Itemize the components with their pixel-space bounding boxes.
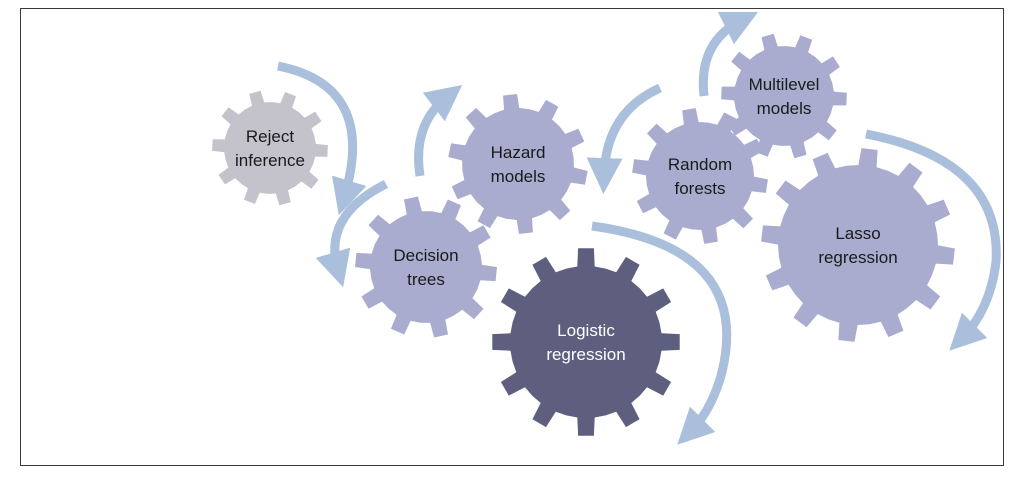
gear-logistic-regression-line-1: Logistic [557, 321, 615, 340]
gear-lasso-regression-line-1: Lasso [835, 224, 880, 243]
gear-reject-inference-line-2: inference [235, 151, 305, 170]
gear-random-forests-line-1: Random [668, 155, 732, 174]
gear-decision-trees-line-2: trees [407, 270, 445, 289]
gear-multilevel-models: Multilevel models [721, 33, 847, 159]
gear-logistic-regression-line-2: regression [546, 345, 625, 364]
gear-hazard-models: Hazard models [448, 94, 588, 234]
gear-decision-trees-shape [355, 196, 497, 338]
gear-random-forests-shape [632, 108, 768, 244]
gear-hazard-models-shape [448, 94, 588, 234]
gear-logistic-regression-shape [492, 248, 680, 436]
gear-multilevel-models-line-2: models [757, 99, 812, 118]
gear-lasso-regression-line-2: regression [818, 248, 897, 267]
gear-multilevel-models-shape [721, 33, 847, 159]
gear-decision-trees: Decision trees [355, 196, 497, 338]
gear-reject-inference-line-1: Reject [246, 127, 294, 146]
gear-reject-inference: Reject inference [212, 90, 328, 206]
arrow-random-to-multilevel [698, 11, 759, 97]
arrow-group [277, 11, 1001, 445]
gear-random-forests: Random forests [632, 108, 768, 244]
arrow-lasso-sweep [865, 129, 1001, 351]
gear-lasso-regression: Lasso regression [761, 148, 955, 342]
gear-logistic-regression: Logistic regression [492, 248, 680, 436]
gear-reject-inference-shape [212, 90, 328, 206]
arrow-random-to-hazard [586, 83, 662, 194]
arrow-decision-left [315, 179, 389, 288]
arrow-decision-to-hazard [414, 84, 463, 177]
gear-hazard-models-line-2: models [491, 167, 546, 186]
arrow-reject-to-decision [277, 61, 367, 216]
gear-random-forests-line-2: forests [674, 179, 725, 198]
gear-hazard-models-line-1: Hazard [491, 143, 546, 162]
arrow-logistic-sweep [591, 221, 732, 445]
gear-decision-trees-line-1: Decision [393, 246, 458, 265]
gear-lasso-regression-shape [761, 148, 955, 342]
gear-multilevel-models-line-1: Multilevel [749, 75, 820, 94]
